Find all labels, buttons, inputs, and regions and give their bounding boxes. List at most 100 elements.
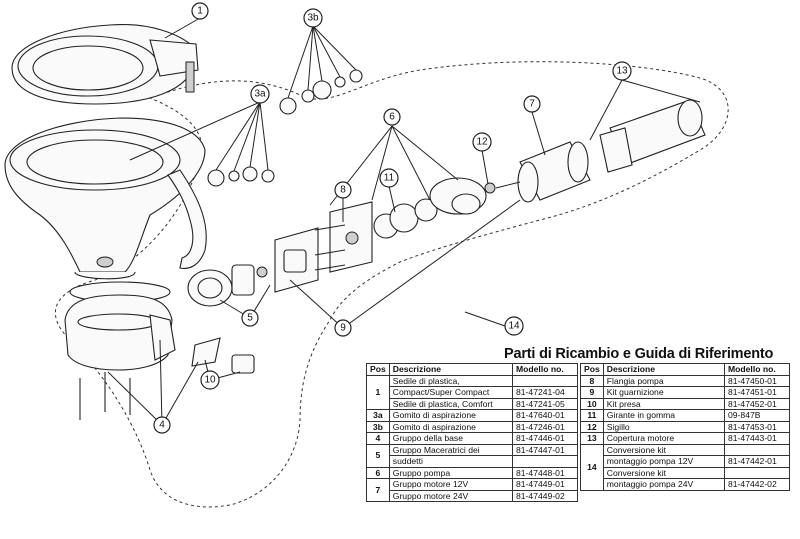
toilet-bowl-drawing xyxy=(4,117,206,280)
intake-fitting-drawing xyxy=(191,337,255,374)
cell-description: Gomito di aspirazione xyxy=(388,420,514,433)
cell-description: Conversione kit xyxy=(602,443,726,456)
header-description: Descrizione xyxy=(388,363,514,376)
callout-5: 5 xyxy=(241,309,259,327)
callout-3b: 3b xyxy=(303,8,323,28)
cell-description: Gruppo della base xyxy=(388,432,514,445)
cell-model xyxy=(724,443,790,456)
cell-pos: 12 xyxy=(580,420,604,433)
cell-model: 09-847B xyxy=(724,409,790,422)
toilet-seat-lid-drawing xyxy=(11,23,199,105)
cell-model xyxy=(724,466,790,479)
motor-cover-drawing xyxy=(599,99,706,173)
cell-model: 81-47640-01 xyxy=(512,409,578,422)
callout-6: 6 xyxy=(383,108,401,126)
cell-description: Copertura motore xyxy=(602,432,726,445)
cell-pos: 8 xyxy=(580,374,604,387)
base-and-hose-drawing xyxy=(64,169,207,420)
callout-label: 13 xyxy=(616,66,628,77)
cell-model: 81-47241-05 xyxy=(512,397,578,410)
callout-8: 8 xyxy=(334,181,352,199)
cell-pos: 14 xyxy=(580,443,604,491)
cell-model: 81-47443-01 xyxy=(724,432,790,445)
cell-description: Gruppo motore 12V xyxy=(388,478,514,491)
page-title: Parti di Ricambio e Guida di Riferimento xyxy=(504,346,774,362)
cell-pos: 3a xyxy=(366,409,390,422)
callout-9: 9 xyxy=(334,319,352,337)
cell-model: 81-47452-01 xyxy=(724,397,790,410)
cell-description: Girante in gomma xyxy=(602,409,726,422)
header-model: Modello no. xyxy=(724,363,790,376)
callout-12: 12 xyxy=(472,132,492,152)
pump-flanges-drawing xyxy=(274,201,373,293)
callout-4: 4 xyxy=(153,416,171,434)
cell-pos: 11 xyxy=(580,409,604,422)
kit-outline-dashed xyxy=(54,61,729,508)
cell-model: 81-47246-01 xyxy=(512,420,578,433)
cell-description: Sedile di plastica, xyxy=(388,374,514,387)
impeller-pump-housing-drawing xyxy=(373,177,496,239)
cell-description: suddetti xyxy=(388,455,514,468)
cell-pos: 6 xyxy=(366,466,390,479)
callout-label: 8 xyxy=(340,185,346,196)
cell-pos: 1 xyxy=(366,374,390,410)
cell-model: 81-47442-02 xyxy=(724,478,790,491)
cell-model: 81-47449-01 xyxy=(512,478,578,491)
callout-1: 1 xyxy=(191,2,209,20)
cell-description: montaggio pompa 24V xyxy=(602,478,726,491)
callout-label: 5 xyxy=(247,313,253,324)
callout-13: 13 xyxy=(612,61,632,81)
cell-model: 81-47442-01 xyxy=(724,455,790,468)
table-header-row: Pos Descrizione Modello no. xyxy=(366,363,578,376)
cell-model xyxy=(512,374,578,387)
callout-14: 14 xyxy=(504,316,524,336)
cell-model: 81-47241-04 xyxy=(512,386,578,399)
cell-model: 81-47448-01 xyxy=(512,466,578,479)
callout-label: 3a xyxy=(254,89,266,100)
callout-label: 1 xyxy=(197,6,203,17)
callout-label: 10 xyxy=(204,375,216,386)
header-description: Descrizione xyxy=(602,363,726,376)
cell-pos: 13 xyxy=(580,432,604,445)
cell-description: Kit guarnizione xyxy=(602,386,726,399)
cell-model: 81-47447-01 xyxy=(512,443,578,456)
table-header-row: Pos Descrizione Modello no. xyxy=(580,363,790,376)
callout-label: 7 xyxy=(529,99,535,110)
callout-label: 6 xyxy=(389,112,395,123)
cell-description: Gruppo pompa xyxy=(388,466,514,479)
callout-7: 7 xyxy=(523,95,541,113)
callout-11: 11 xyxy=(379,168,399,188)
cell-description: Compact/Super Compact xyxy=(388,386,514,399)
table-row: Conversione kit xyxy=(581,466,790,479)
callout-label: 11 xyxy=(384,173,395,184)
cell-description: Flangia pompa xyxy=(602,374,726,387)
callout-label: 4 xyxy=(159,420,165,431)
table-row: suddetti xyxy=(367,455,578,468)
cell-model: 81-47453-01 xyxy=(724,420,790,433)
callout-label: 14 xyxy=(508,321,520,332)
cell-description: Gruppo motore 24V xyxy=(388,489,514,502)
cell-model: 81-47451-01 xyxy=(724,386,790,399)
motor-drawing xyxy=(495,141,591,203)
header-pos: Pos xyxy=(580,363,604,376)
cell-description: Sedile di plastica, Comfort xyxy=(388,397,514,410)
